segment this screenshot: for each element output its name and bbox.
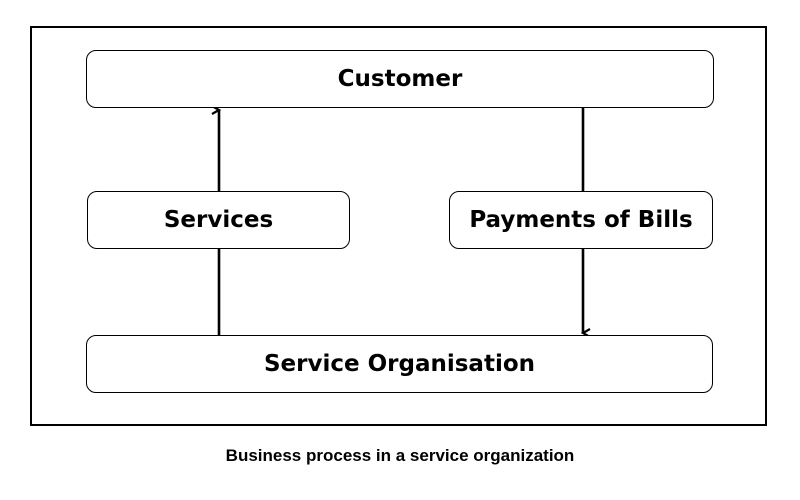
service-organisation-label: Service Organisation [263,351,536,377]
services-node: Services [87,191,350,249]
services-label: Services [163,207,274,233]
payments-node: Payments of Bills [449,191,713,249]
customer-label: Customer [337,66,463,92]
payments-label: Payments of Bills [469,207,693,233]
service-organisation-node: Service Organisation [86,335,713,393]
figure-caption: Business process in a service organizati… [225,446,575,465]
diagram-frame [30,26,767,426]
customer-node: Customer [86,50,714,108]
